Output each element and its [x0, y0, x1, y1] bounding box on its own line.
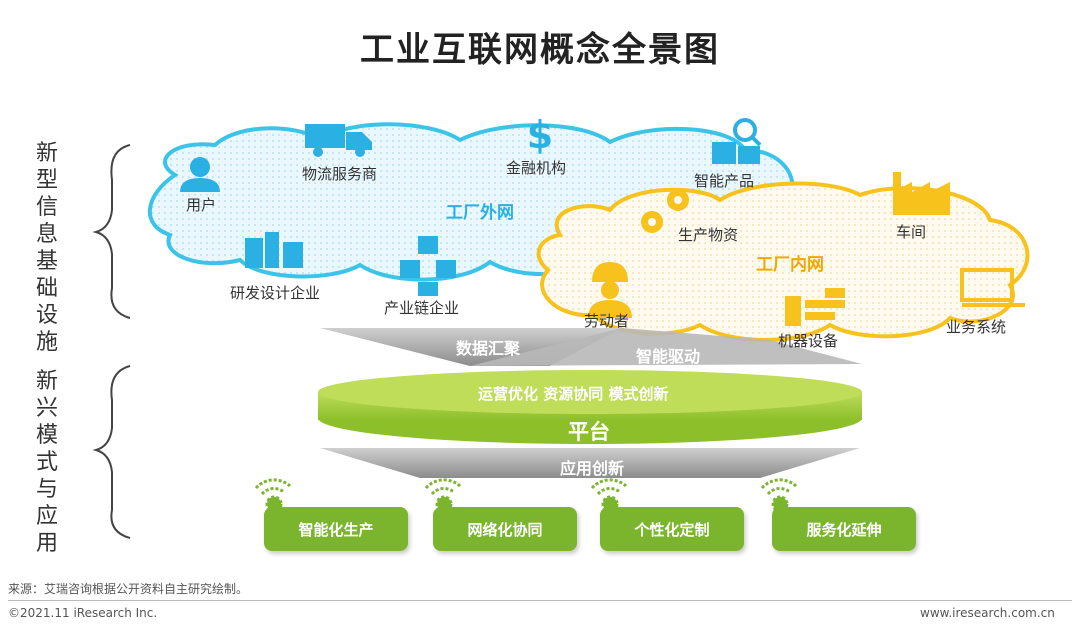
side-label-bottom-char: 兴 — [35, 396, 58, 421]
footer-source: 来源：艾瑞咨询根据公开资料自主研究绘制。 — [8, 582, 249, 596]
footer-divider — [8, 600, 1072, 601]
platform-top — [318, 370, 862, 414]
gear-icon — [641, 189, 689, 233]
outer-network-title: 工厂外网 — [446, 203, 514, 223]
node-machines: 机器设备 — [778, 332, 839, 350]
node-rnd: 研发设计企业 — [230, 284, 321, 302]
footer-url: www.iresearch.com.cn — [920, 606, 1055, 620]
node-smart-products: 智能产品 — [694, 172, 755, 190]
flow-drive: 智能驱动 — [636, 347, 701, 366]
node-user: 用户 — [186, 196, 217, 214]
node-materials: 生产物资 — [678, 226, 739, 244]
dollar-icon: $ — [527, 113, 553, 157]
node-workshop: 车间 — [896, 223, 927, 241]
truck-icon — [305, 124, 372, 157]
brace-bottom — [92, 365, 131, 539]
flow-application: 应用创新 — [560, 459, 625, 478]
platform-name: 平台 — [568, 420, 610, 444]
side-label-bottom-char: 与 — [35, 477, 58, 502]
side-label-top-char: 新 — [35, 141, 58, 166]
supply-chain-icon — [400, 236, 456, 296]
worker-icon — [588, 262, 632, 318]
app-personalized-customization: 个性化定制 — [600, 507, 744, 551]
node-business-systems: 业务系统 — [946, 318, 1007, 336]
arrow-application — [320, 448, 860, 478]
side-label-top-char: 施 — [35, 330, 58, 355]
flow-aggregation: 数据汇聚 — [456, 339, 521, 358]
app-network-collaboration: 网络化协同 — [433, 507, 577, 551]
side-label-top-char: 基 — [35, 249, 58, 274]
side-label-bottom-char: 用 — [35, 531, 58, 556]
smart-product-icon — [712, 118, 762, 164]
side-label-top-char: 设 — [35, 303, 58, 328]
side-label-infrastructure: 新型信息基础设施 — [34, 140, 60, 356]
side-label-top-char: 信 — [35, 195, 58, 220]
app-smart-production: 智能化生产 — [264, 507, 408, 551]
node-finance: 金融机构 — [506, 159, 567, 177]
building-icon — [245, 232, 303, 268]
svg-text:$: $ — [527, 113, 553, 157]
side-label-bottom-char: 新 — [35, 369, 58, 394]
side-label-top-char: 础 — [35, 276, 58, 301]
brace-top — [92, 144, 131, 319]
node-supply-chain: 产业链企业 — [384, 299, 460, 317]
arrow-drive — [470, 328, 862, 366]
inner-network-title: 工厂内网 — [756, 255, 824, 275]
machine-icon — [785, 288, 845, 326]
node-workers: 劳动者 — [584, 312, 630, 330]
platform-subtitle: 运营优化 资源协同 模式创新 — [478, 385, 669, 403]
side-label-top-char: 息 — [35, 222, 58, 247]
side-label-bottom-char: 模 — [35, 423, 58, 448]
node-logistics: 物流服务商 — [302, 165, 378, 183]
user-icon — [180, 157, 220, 192]
side-label-bottom-char: 式 — [35, 450, 58, 475]
monitor-icon — [960, 268, 1025, 307]
side-label-applications: 新兴模式与应用 — [34, 368, 60, 557]
side-label-bottom-char: 应 — [35, 504, 58, 529]
footer-copyright: ©2021.11 iResearch Inc. — [8, 606, 158, 620]
factory-icon — [893, 172, 950, 215]
app-service-extension: 服务化延伸 — [772, 507, 916, 551]
page-title: 工业互联网概念全景图 — [360, 30, 720, 70]
side-label-top-char: 型 — [35, 168, 58, 193]
